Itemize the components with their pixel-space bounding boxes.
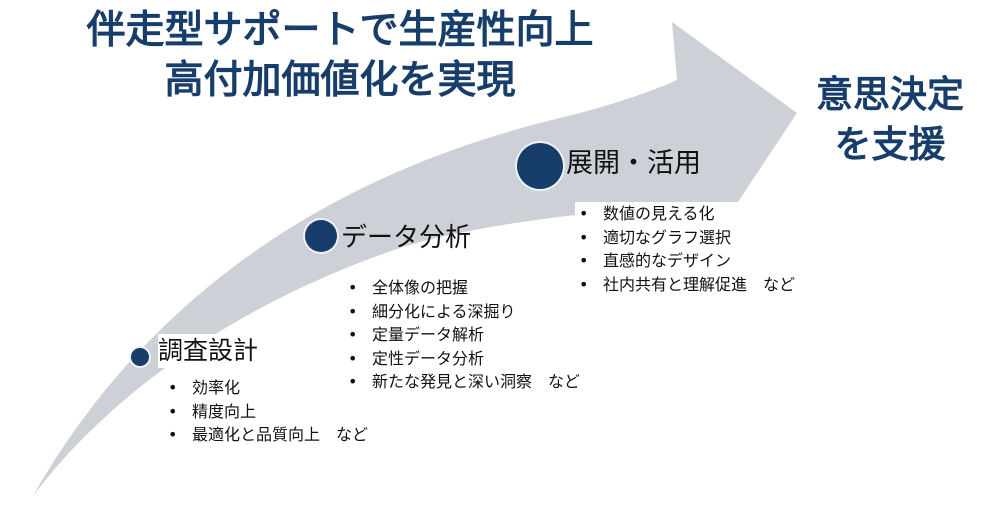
bullet-item: 定性データ分析 [344,347,580,371]
headline-line-2: 高付加価値化を実現 [164,58,516,103]
headline-line-1: 伴走型サポートで生産性向上 [86,8,594,53]
bullet-item: 定量データ解析 [344,323,580,347]
bullet-item: 全体像の把握 [344,276,580,300]
bullet-item: 直感的なデザイン [575,249,795,273]
bullet-item: 数値の見える化 [575,202,795,226]
bullet-item: 新たな発見と深い洞察 など [344,370,580,394]
step-3-bullet-list: 数値の見える化 適切なグラフ選択 直感的なデザイン 社内共有と理解促進 など [575,202,796,297]
step-1-label: 調査設計 [158,334,265,368]
bullet-item: 精度向上 [164,400,368,424]
step-2-label: データ分析 [341,223,472,253]
bullet-item: 適切なグラフ選択 [575,226,795,250]
bullet-item: 細分化による深掘り [344,300,580,324]
step-2-bullet-list: 全体像の把握 細分化による深掘り 定量データ解析 定性データ分析 新たな発見と深… [344,276,581,394]
step-1-bullet-list: 効率化 精度向上 最適化と品質向上 など [164,376,369,447]
bullet-item: 最適化と品質向上 など [164,423,368,447]
step-2-dot-icon [305,220,337,252]
step-3-dot-icon [517,143,563,189]
step-3-label: 展開・活用 [566,148,701,179]
bullet-item: 社内共有と理解促進 など [575,273,795,297]
arrow-shape [33,22,797,496]
goal-line-2: を支援 [834,123,946,166]
bullet-item: 効率化 [164,376,368,400]
goal-line-1: 意思決定 [816,73,964,116]
step-1-dot-icon [131,348,149,366]
